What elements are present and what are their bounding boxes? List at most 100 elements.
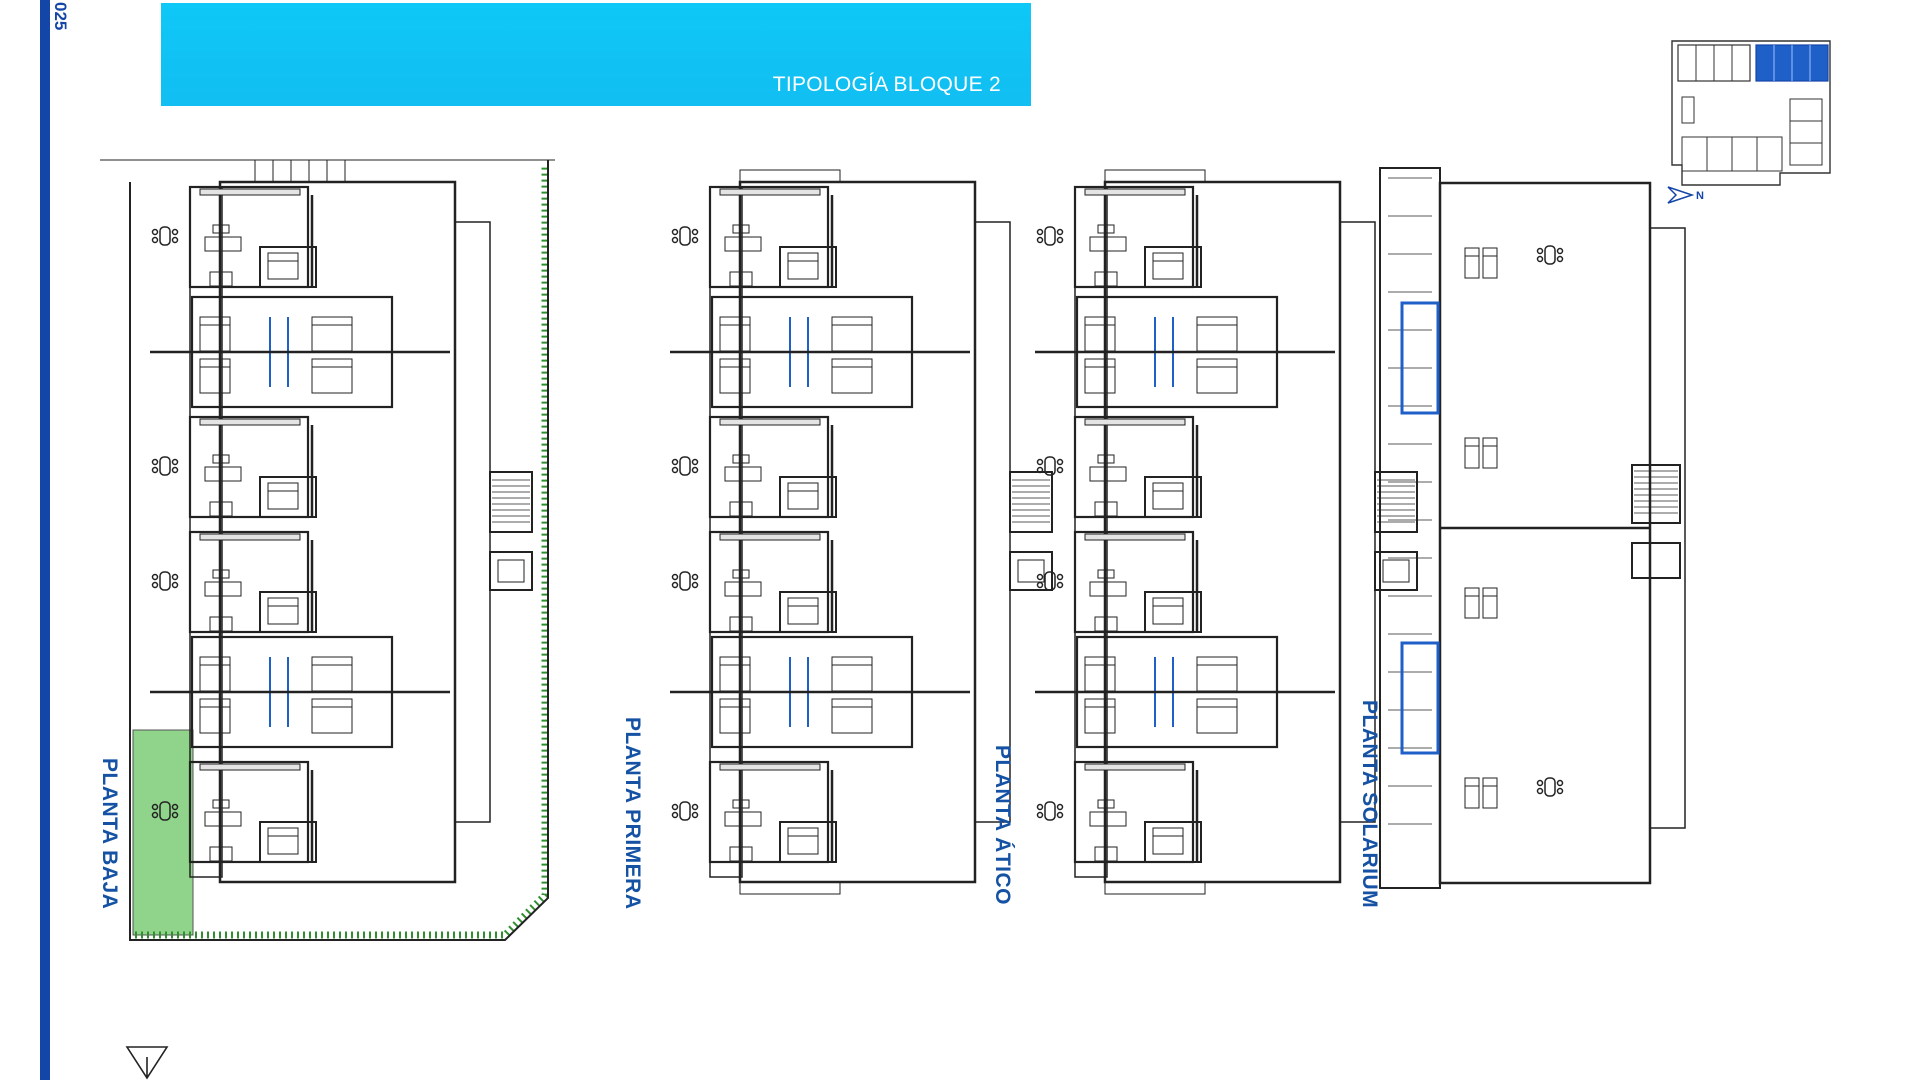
- orientation-arrow-icon: [125, 1046, 169, 1080]
- kitchen-counter: [199, 533, 301, 541]
- hedge-line: [135, 165, 549, 939]
- bed-mark: [1482, 777, 1498, 809]
- building-outline: [1103, 180, 1342, 884]
- north-label: N: [1696, 190, 1704, 202]
- chair-mark: [1056, 581, 1064, 589]
- bed-mark: [267, 482, 299, 510]
- chair-mark: [671, 581, 679, 589]
- table-mark: [679, 456, 691, 476]
- dining-mark: [209, 501, 233, 517]
- solarium-lift-core: [1631, 542, 1681, 579]
- coffee-table-mark: [732, 799, 750, 809]
- sofa-mark: [724, 236, 762, 252]
- bed-mark: [787, 827, 819, 855]
- chair-mark: [151, 573, 159, 581]
- bed-mark: [719, 698, 751, 734]
- kitchen-counter: [719, 763, 821, 771]
- header-title: TIPOLOGÍA BLOQUE 2: [772, 73, 1001, 96]
- bedroom-wall: [259, 476, 317, 518]
- plan-label-planta-baja: PLANTA BAJA: [98, 758, 121, 910]
- chair-mark: [151, 811, 159, 819]
- bed-mark: [831, 656, 873, 692]
- chair-mark: [151, 228, 159, 236]
- coffee-table-mark: [1097, 799, 1115, 809]
- coffee-table-mark: [212, 454, 230, 464]
- bed-mark: [1084, 358, 1116, 394]
- bed-mark: [199, 656, 231, 692]
- chair-mark: [1056, 458, 1064, 466]
- living-room-wall: [1073, 760, 1195, 864]
- chair-mark: [151, 236, 159, 244]
- chair-mark: [151, 803, 159, 811]
- coffee-table-mark: [212, 224, 230, 234]
- solarium-deck: [1379, 167, 1441, 889]
- chair-mark: [171, 466, 179, 474]
- chair-mark: [171, 458, 179, 466]
- table-mark: [159, 571, 171, 591]
- stair-core: [489, 471, 533, 533]
- kitchen-counter: [1084, 188, 1186, 196]
- bedroom-wall: [1144, 591, 1202, 633]
- dining-mark: [209, 271, 233, 287]
- chair-mark: [1056, 811, 1064, 819]
- chair-mark: [671, 803, 679, 811]
- plot-boundary: [129, 160, 549, 941]
- bed-mark: [1464, 777, 1480, 809]
- bed-mark: [1152, 827, 1184, 855]
- kitchen-counter: [1084, 533, 1186, 541]
- living-room-wall: [188, 415, 310, 519]
- bed-mark: [1152, 482, 1184, 510]
- bed-mark: [1196, 656, 1238, 692]
- chair-mark: [1056, 803, 1064, 811]
- dining-mark: [1094, 501, 1118, 517]
- bed-mark: [1464, 437, 1480, 469]
- solarium-highlight-room: [1400, 301, 1440, 415]
- bedroom-wall: [779, 821, 837, 863]
- side-accent-bar: [40, 0, 50, 1080]
- coffee-table-mark: [1097, 569, 1115, 579]
- lift-cabin: [1382, 559, 1410, 583]
- living-room-wall: [1073, 185, 1195, 289]
- bed-mark: [311, 656, 353, 692]
- table-mark: [159, 801, 171, 821]
- bedroom-wall: [259, 821, 317, 863]
- balcony-rail: [1104, 169, 1206, 183]
- chair-mark: [1536, 255, 1544, 263]
- dining-mark: [209, 616, 233, 632]
- kitchen-counter: [719, 533, 821, 541]
- sofa-mark: [1089, 466, 1127, 482]
- bed-mark: [787, 252, 819, 280]
- plan-label-planta-primera: PLANTA PRIMERA: [621, 717, 644, 910]
- bedroom-row-wall: [710, 635, 914, 749]
- dining-mark: [729, 846, 753, 862]
- dining-mark: [209, 846, 233, 862]
- kitchen-counter: [199, 418, 301, 426]
- dining-mark: [729, 616, 753, 632]
- dining-mark: [729, 501, 753, 517]
- chair-mark: [1036, 803, 1044, 811]
- solarium-outline: [1438, 181, 1652, 885]
- plan-label-planta-atico: PLANTA ÁTICO: [991, 745, 1014, 905]
- terrace-strip: [189, 186, 223, 878]
- balcony-rail: [739, 881, 841, 895]
- living-room-wall: [1073, 415, 1195, 519]
- bedroom-wall: [259, 591, 317, 633]
- bed-mark: [199, 358, 231, 394]
- coffee-table-mark: [1097, 454, 1115, 464]
- bedroom-row-wall: [710, 295, 914, 409]
- living-room-wall: [708, 760, 830, 864]
- coffee-table-mark: [212, 799, 230, 809]
- chair-mark: [1036, 458, 1044, 466]
- chair-mark: [1556, 787, 1564, 795]
- header-banner: TIPOLOGÍA BLOQUE 2: [161, 3, 1031, 106]
- chair-mark: [151, 466, 159, 474]
- bed-mark: [311, 316, 353, 352]
- chair-mark: [1056, 228, 1064, 236]
- terrace-strip: [1074, 186, 1108, 878]
- lift-core: [1009, 551, 1053, 591]
- dining-mark: [1094, 846, 1118, 862]
- chair-mark: [151, 581, 159, 589]
- solarium-stair-core: [1631, 464, 1681, 524]
